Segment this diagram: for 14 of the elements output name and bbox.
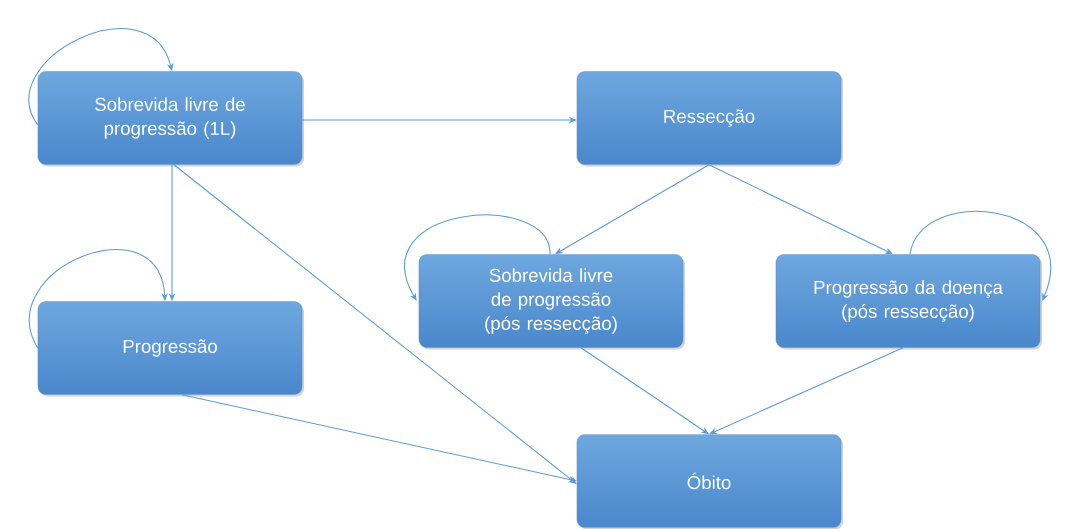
loop-arrow (29, 249, 168, 349)
arrow (555, 164, 710, 255)
loop-arrow (909, 210, 1051, 301)
arrow (709, 347, 904, 435)
arrow (173, 164, 577, 484)
process-box: Óbito (576, 434, 843, 529)
loop-arrow (405, 214, 551, 301)
process-box: Sobrevida livre de progressão (1L) (37, 71, 304, 167)
loop-arrow (29, 28, 174, 126)
process-box: Progressão da doença (pós ressecção) (775, 254, 1042, 350)
arrow (708, 164, 893, 255)
process-box: Progressão (37, 301, 304, 397)
process-box: Sobrevida livre de progressão (pós ressecção) (418, 254, 685, 350)
process-box: Ressecção (576, 71, 843, 167)
